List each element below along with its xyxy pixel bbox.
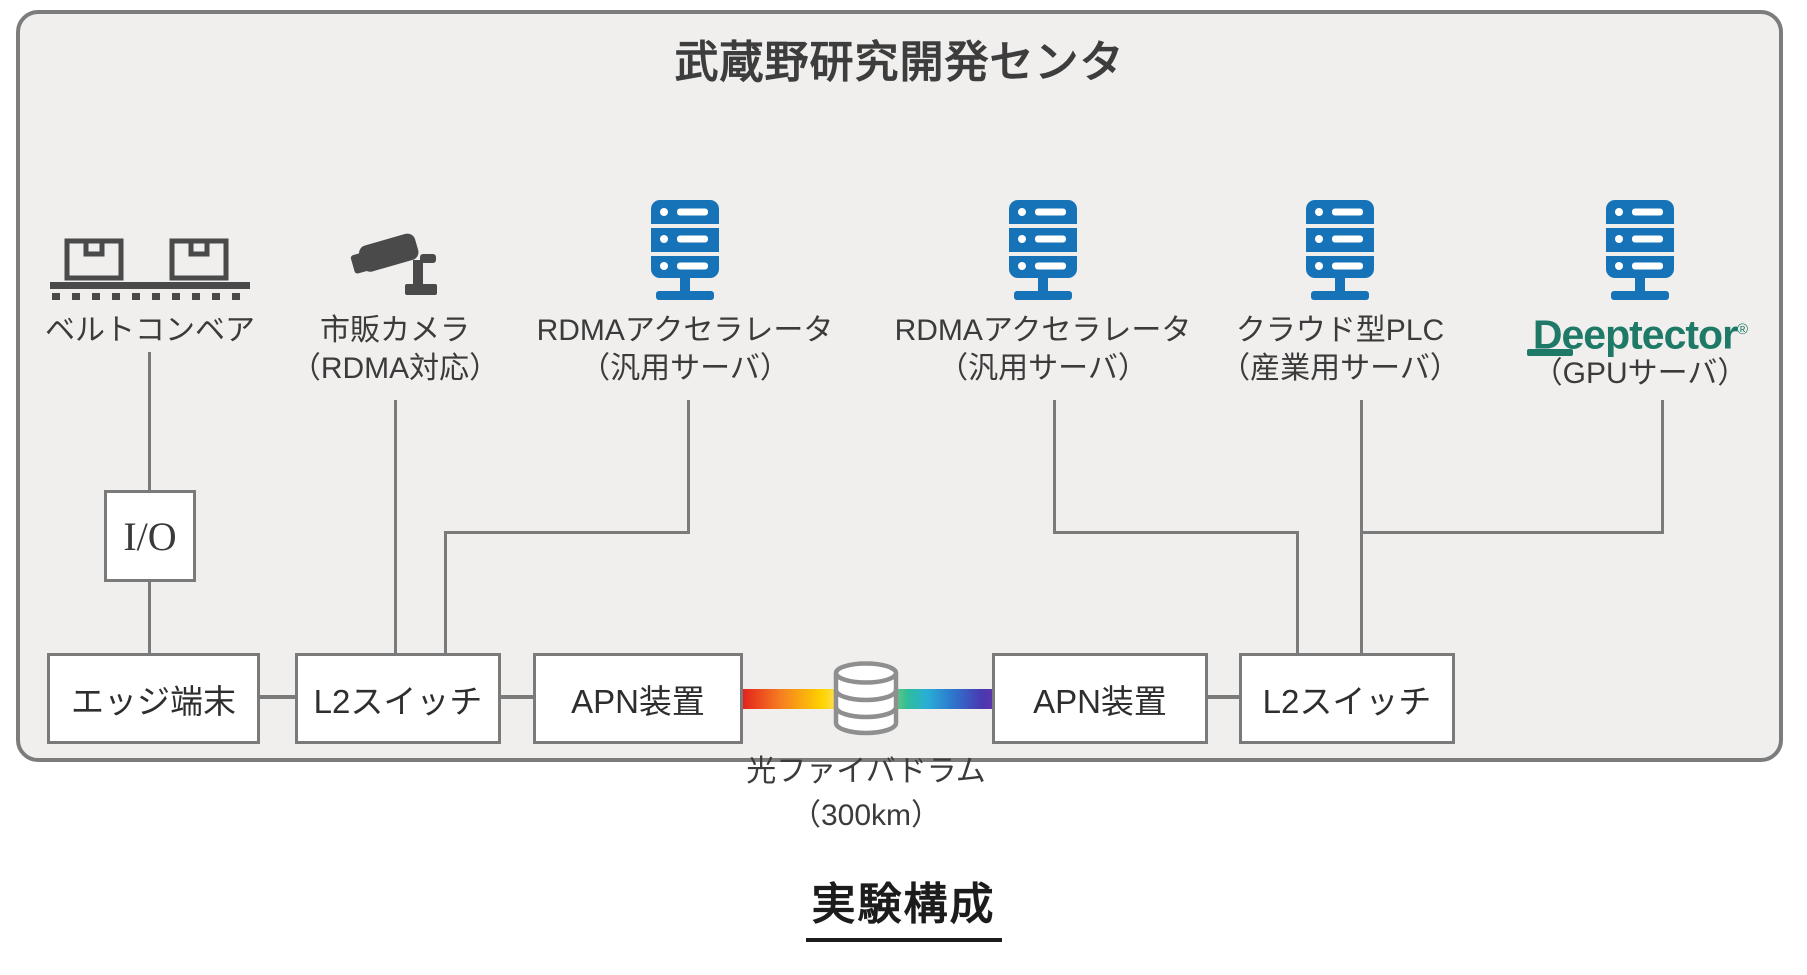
line-rdma1-drop bbox=[687, 400, 690, 533]
node-l2-switch-right: L2スイッチ bbox=[1239, 653, 1455, 744]
cctv-camera-icon bbox=[245, 200, 545, 300]
node-label: エッジ端末 bbox=[71, 682, 236, 720]
line-conveyor-to-io bbox=[148, 352, 151, 490]
deeptector-logo-text: Deeptector bbox=[1532, 311, 1738, 358]
line-deeptector-elbow bbox=[1360, 531, 1664, 534]
server-icon bbox=[1190, 200, 1490, 300]
device-label: 市販カメラ bbox=[320, 314, 470, 347]
line-rdma2-drop bbox=[1053, 400, 1056, 533]
node-edge-terminal: エッジ端末 bbox=[47, 653, 260, 744]
node-l2-switch-left: L2スイッチ bbox=[295, 653, 501, 744]
node-label: APN装置 bbox=[1033, 682, 1167, 720]
line-rdma1-elbow bbox=[444, 531, 690, 534]
belt-conveyor-icon bbox=[0, 200, 300, 300]
caption-row: 実験構成 bbox=[0, 868, 1807, 942]
line-io-to-edge bbox=[148, 582, 151, 653]
device-cloud-plc: クラウド型PLC （産業用サーバ） bbox=[1190, 200, 1490, 388]
device-camera: 市販カメラ （RDMA対応） bbox=[245, 200, 545, 388]
fiber-length-label: （300km） bbox=[790, 799, 942, 832]
node-label: L2スイッチ bbox=[1262, 682, 1432, 720]
deeptector-logo-underline bbox=[1526, 348, 1573, 356]
line-camera-to-l2 bbox=[394, 400, 397, 653]
device-rdma-accelerator-1: RDMAアクセラレータ （汎用サーバ） bbox=[535, 200, 835, 388]
device-sublabel: （RDMA対応） bbox=[290, 352, 500, 385]
registered-mark: ® bbox=[1737, 321, 1748, 338]
io-label: I/O bbox=[123, 513, 177, 559]
device-sublabel: （汎用サーバ） bbox=[938, 352, 1148, 385]
node-label: L2スイッチ bbox=[313, 682, 483, 720]
device-label: ベルトコンベア bbox=[45, 314, 255, 347]
line-plc-to-l2 bbox=[1360, 400, 1363, 653]
line-deeptector-drop bbox=[1661, 400, 1664, 533]
device-sublabel: （GPUサーバ） bbox=[1532, 356, 1748, 390]
link-edge-l2 bbox=[260, 695, 295, 699]
site-panel bbox=[16, 10, 1783, 762]
link-apn-l2 bbox=[1208, 695, 1239, 699]
io-box: I/O bbox=[104, 490, 196, 582]
device-sublabel: （産業用サーバ） bbox=[1220, 352, 1460, 385]
device-sublabel: （汎用サーバ） bbox=[580, 352, 790, 385]
node-apn-right: APN装置 bbox=[992, 653, 1208, 744]
link-l2-apn bbox=[501, 695, 533, 699]
device-label: RDMAアクセラレータ bbox=[536, 314, 834, 347]
device-label: RDMAアクセラレータ bbox=[894, 314, 1192, 347]
node-label: APN装置 bbox=[571, 682, 705, 720]
diagram-caption: 実験構成 bbox=[805, 868, 1002, 942]
fiber-drum-label: 光ファイバドラム bbox=[746, 755, 986, 788]
fiber-drum-icon bbox=[831, 661, 901, 742]
server-icon bbox=[893, 200, 1193, 300]
server-icon bbox=[535, 200, 835, 300]
line-rdma2-elbow bbox=[1053, 531, 1299, 534]
device-deeptector: Deeptector® （GPUサーバ） bbox=[1490, 200, 1790, 393]
deeptector-logo: Deeptector® bbox=[1526, 310, 1748, 358]
device-label: クラウド型PLC bbox=[1235, 314, 1445, 347]
site-title: 武蔵野研究開発センタ bbox=[674, 38, 1125, 87]
device-belt-conveyor: ベルトコンベア bbox=[0, 200, 300, 350]
line-rdma1-to-l2 bbox=[444, 531, 447, 653]
node-apn-left: APN装置 bbox=[533, 653, 743, 744]
device-rdma-accelerator-2: RDMAアクセラレータ （汎用サーバ） bbox=[893, 200, 1193, 388]
line-rdma2-to-l2 bbox=[1296, 531, 1299, 653]
server-icon bbox=[1490, 200, 1790, 300]
